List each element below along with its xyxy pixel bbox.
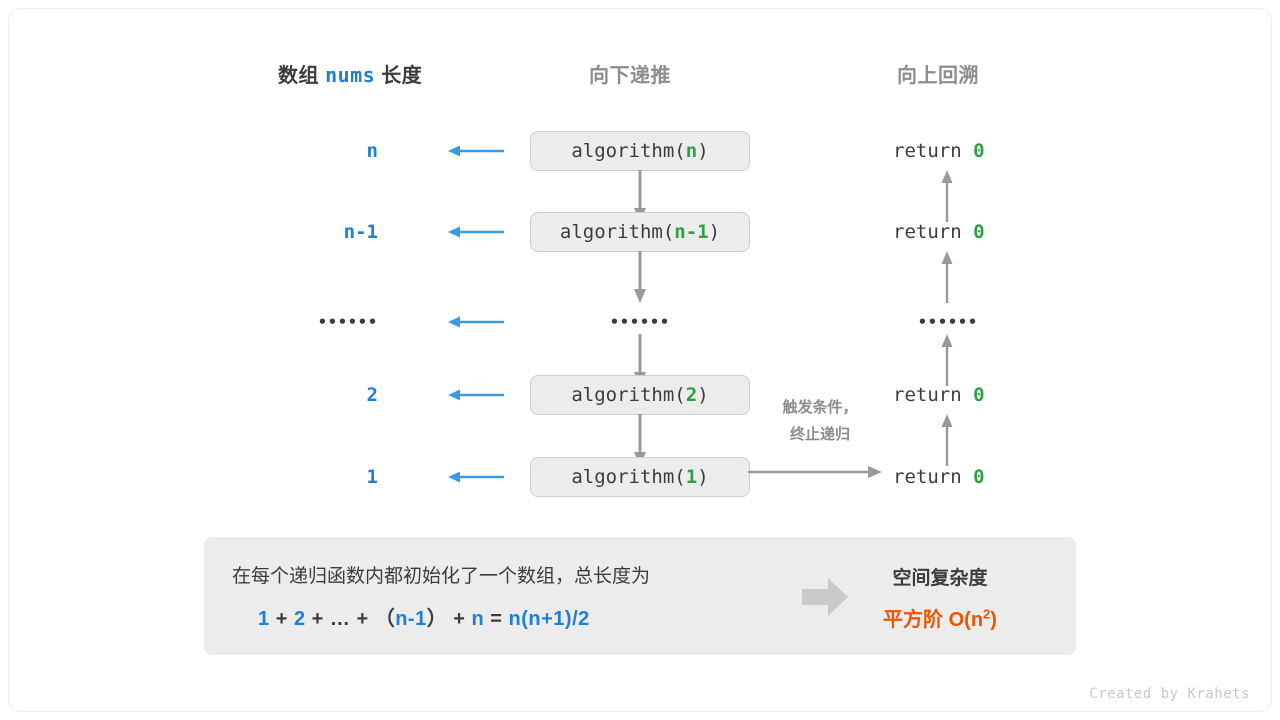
call-suffix: ) — [697, 140, 709, 162]
formula-ellipsis: … — [329, 608, 351, 630]
recursion-row: n algorithm(n) return 0 — [0, 129, 1280, 173]
blue-left-arrow-icon — [448, 471, 504, 483]
call-suffix: ) — [708, 221, 721, 243]
recursion-row-ellipsis: •••••• •••••• •••••• — [0, 300, 1280, 344]
formula-op-3: + — [356, 608, 369, 630]
heading-left-suffix: 长度 — [381, 65, 423, 87]
call-prefix: algorithm( — [571, 466, 686, 488]
formula-op-4: + — [453, 608, 466, 630]
return-value: 0 — [973, 221, 985, 243]
return-statement: return 0 — [893, 129, 985, 173]
heading-left-prefix: 数组 — [278, 65, 319, 87]
block-right-arrow-icon — [802, 578, 848, 616]
recursion-row: n-1 algorithm(n-1) return 0 — [0, 210, 1280, 254]
array-length-ellipsis: •••••• — [317, 313, 378, 331]
up-arrow-icon — [941, 170, 953, 222]
up-arrow-icon — [941, 334, 953, 386]
formula-lparen: （ — [374, 608, 396, 630]
formula-rparen: ） — [426, 608, 448, 630]
formula-term-2: 2 — [293, 608, 306, 630]
blue-left-arrow-icon — [448, 145, 504, 157]
heading-left-mono: nums — [325, 63, 376, 87]
formula-term-1: 1 — [258, 608, 270, 630]
array-length-label: n — [366, 140, 378, 162]
formula-op-2: + — [311, 608, 324, 630]
return-keyword: return — [893, 221, 962, 243]
return-ellipsis: •••••• — [917, 313, 979, 331]
right-arrow-icon — [748, 466, 882, 478]
heading-backtrack-up: 向上回溯 — [897, 65, 979, 87]
blue-left-arrow-icon — [448, 226, 504, 238]
summary-box — [204, 537, 1076, 655]
call-arg: n-1 — [674, 221, 709, 243]
return-value: 0 — [973, 466, 985, 488]
complexity-close-paren: ) — [990, 609, 997, 631]
call-arg: n — [685, 140, 698, 162]
array-length-label: 1 — [366, 466, 378, 488]
terminate-note-line1: 触发条件， — [782, 399, 858, 416]
return-keyword: return — [893, 466, 962, 488]
return-value: 0 — [973, 384, 985, 406]
formula-op-1: + — [275, 608, 288, 630]
formula-term-5: n — [471, 608, 485, 630]
call-arg: 2 — [685, 384, 698, 406]
summary-formula: 1 + 2 + … + （n-1） + n = n(n+1)/2 — [258, 602, 590, 631]
recursion-row: 1 algorithm(1) return 0 — [0, 455, 1280, 499]
return-value: 0 — [973, 140, 985, 162]
call-box[interactable]: algorithm(1) — [530, 457, 750, 497]
heading-recurse-down: 向下递推 — [589, 65, 671, 87]
array-length-label: 2 — [366, 384, 378, 406]
return-statement: return 0 — [893, 373, 985, 417]
call-box[interactable]: algorithm(n) — [530, 131, 750, 171]
call-prefix: algorithm( — [571, 140, 686, 162]
call-arg: 1 — [685, 466, 698, 488]
array-length-label: n-1 — [343, 221, 378, 243]
call-suffix: ) — [697, 466, 709, 488]
credit-text: Created by Krahets — [1089, 686, 1250, 702]
recursion-row: 2 algorithm(2) return 0 — [0, 373, 1280, 417]
summary-description: 在每个递归函数内都初始化了一个数组，总长度为 — [232, 566, 651, 587]
formula-result: n(n+1)/2 — [508, 608, 590, 630]
call-suffix: ) — [697, 384, 709, 406]
return-statement: return 0 — [893, 455, 985, 499]
up-arrow-icon — [941, 414, 953, 466]
formula-term-4: n-1 — [395, 608, 427, 630]
terminate-note-line2: 终止递归 — [789, 426, 850, 443]
complexity-prefix: 平方阶 — [883, 609, 944, 631]
blue-left-arrow-icon — [448, 389, 504, 401]
down-arrow-icon — [634, 251, 646, 303]
terminate-note: 触发条件， 终止递归 — [760, 394, 880, 448]
return-keyword: return — [893, 140, 962, 162]
complexity-big-o: O(n — [948, 609, 984, 631]
call-prefix: algorithm( — [559, 221, 675, 243]
formula-equals: = — [490, 608, 503, 630]
heading-array-length: 数组 nums 长度 — [278, 59, 422, 88]
call-box[interactable]: algorithm(2) — [530, 375, 750, 415]
blue-left-arrow-icon — [448, 316, 504, 328]
complexity-title: 空间复杂度 — [892, 568, 988, 589]
call-prefix: algorithm( — [571, 384, 686, 406]
up-arrow-icon — [941, 251, 953, 303]
complexity-exponent: 2 — [983, 606, 991, 622]
call-box[interactable]: algorithm(n-1) — [530, 212, 750, 252]
call-ellipsis: •••••• — [609, 313, 671, 331]
return-keyword: return — [893, 384, 962, 406]
return-statement: return 0 — [893, 210, 985, 254]
complexity-value: 平方阶 O(n2) — [820, 603, 1060, 632]
